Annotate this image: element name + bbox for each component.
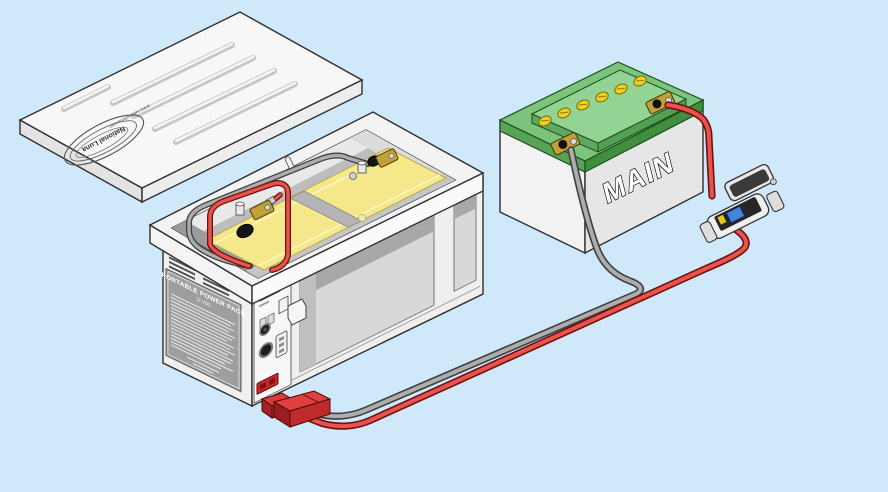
positive-terminal-clamp [249,199,275,221]
terminal-clamp [375,148,399,168]
aux-battery-near-terminals [235,199,275,239]
interior-gray-cable [186,152,371,269]
merit-socket-hole [279,336,284,342]
fuse-holder-2 [267,312,275,326]
rocker-switch-protrusion [287,298,307,326]
panel-indicator [259,300,269,308]
rocker-switch [278,295,289,315]
anderson-socket-slot [269,377,275,386]
accessory-socket-large [258,341,274,359]
plug-seam [301,393,319,403]
anderson-socket [256,372,279,395]
battery-filler-caps [538,75,647,127]
socket-pin [263,327,267,332]
negative-cable [301,146,645,420]
battery-vent-cap [358,214,366,222]
main-battery: MAIN [498,61,705,255]
fuse-cable-gland-left [699,221,718,243]
merit-socket-hole [279,348,284,354]
fuse-lid-inner [729,169,770,197]
lid-top-face [18,11,364,189]
inline-fuse-holder [699,163,785,243]
power-pack-box: PORTABLE POWER PACK 12 VDC [148,111,485,408]
anderson-plug [260,390,332,428]
label-fine-print [171,293,235,374]
negative-terminal-cap [236,223,254,239]
box-lid: National Luna www.nationalluna.com [18,11,364,204]
main-negative-terminal [550,132,581,156]
positive-cable [307,101,750,430]
box-interior [170,129,457,279]
fuse-hinge [769,178,777,186]
box-right-recessed-panels [254,191,480,400]
anderson-socket-slot [260,382,266,391]
aux-battery-far-terminals [349,148,399,180]
lid-ribs [61,42,298,145]
plug-body-front [289,398,331,428]
blade-fuse [725,205,746,224]
battery-platform-top [530,69,688,144]
fuse-cable-gland-right [766,190,785,213]
merit-socket-hole [279,342,284,348]
fuse-terminal-chip [717,214,727,225]
